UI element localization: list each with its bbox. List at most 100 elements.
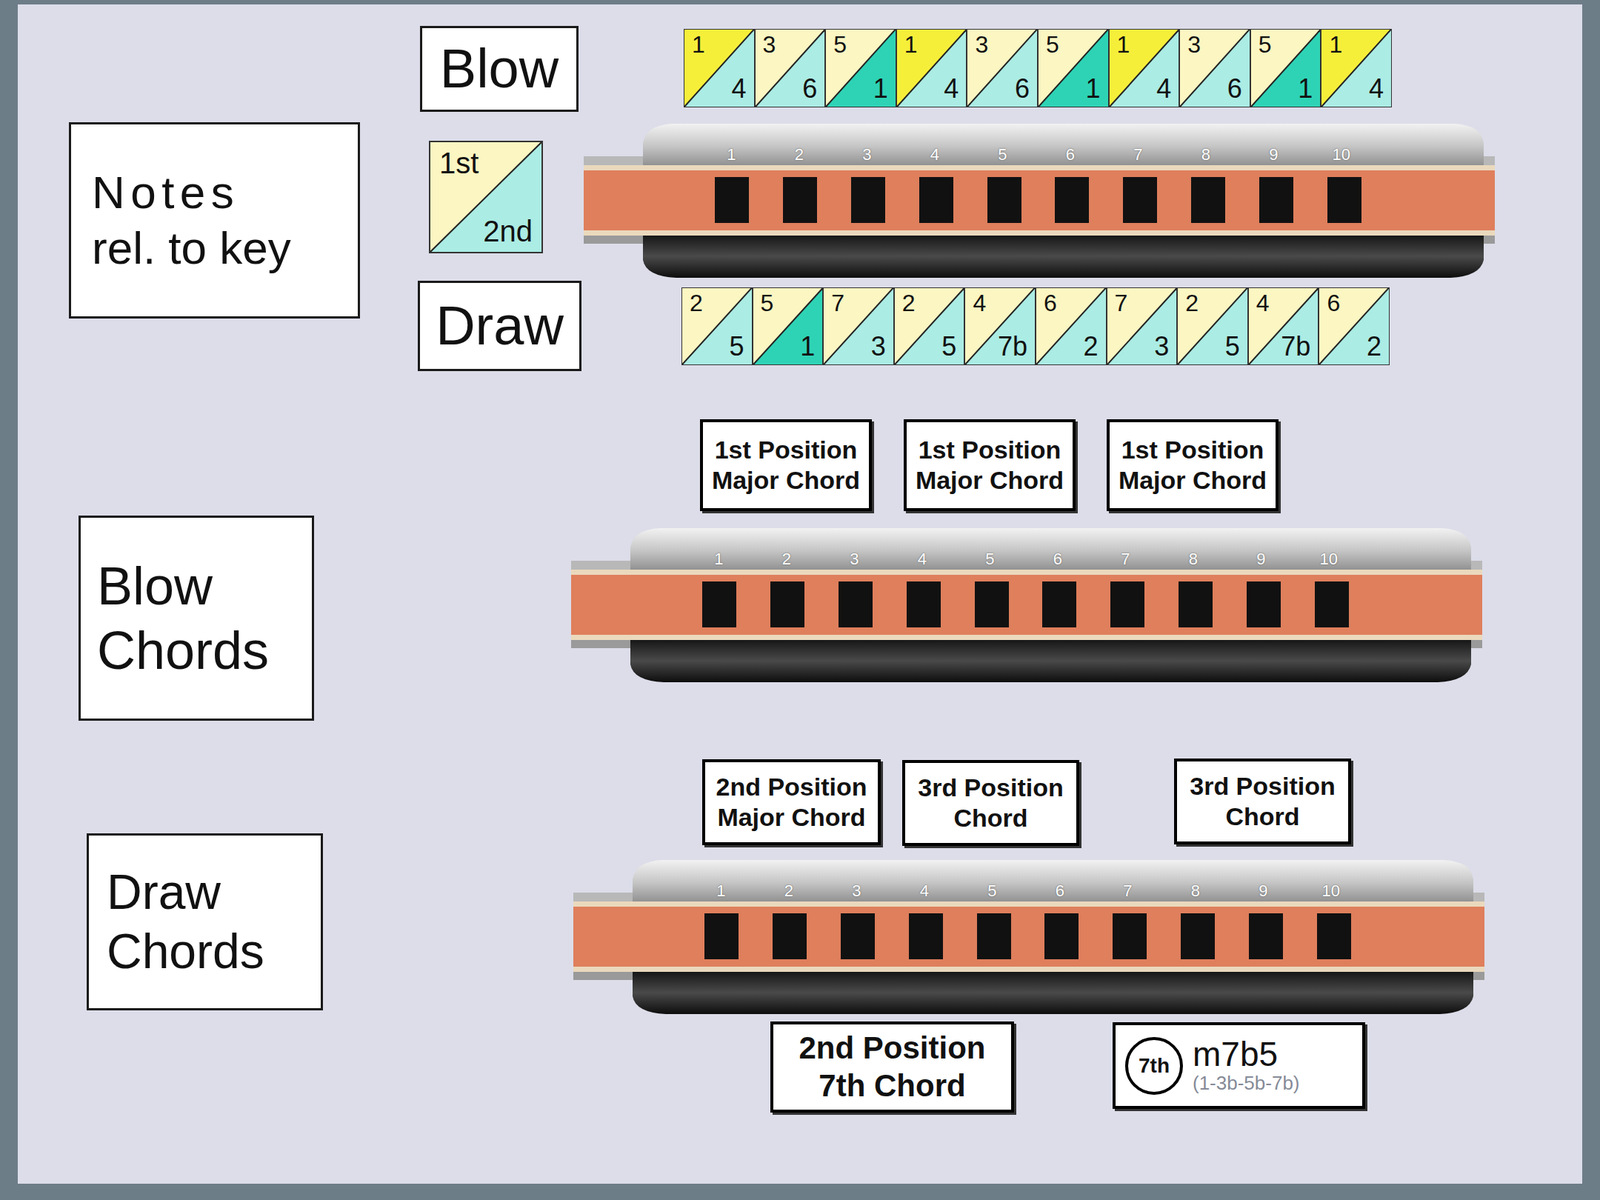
hole-number: 9 (1244, 549, 1278, 569)
second-position-note: 1 (800, 333, 815, 360)
chord-label-box: 2nd Position Major Chord (702, 759, 881, 846)
second-position-note: 2nd (482, 216, 533, 246)
first-position-note: 2 (902, 291, 916, 315)
diagonal-line (1319, 288, 1389, 365)
diagonal-line (967, 29, 1038, 107)
diagonal-line (684, 29, 755, 107)
chord-label: 2nd Position Major Chord (711, 771, 872, 833)
chord-name: m7b5 (1192, 1036, 1278, 1072)
diagonal-line (1109, 29, 1180, 107)
hole-number: 1 (714, 145, 748, 165)
first-position-note: 3 (974, 32, 989, 57)
hole-number: 2 (770, 549, 803, 569)
hole-number: 9 (1246, 881, 1280, 901)
hole-number: 8 (1177, 549, 1210, 569)
note-cell: 62 (1035, 287, 1107, 366)
first-position-note: 3 (1187, 32, 1201, 57)
first-position-note: 7 (831, 291, 845, 315)
chord-label-box: 3rd Position Chord (902, 760, 1080, 846)
section-label: Draw (434, 293, 565, 360)
second-position-note: 2 (1366, 333, 1382, 360)
hole-number: 5 (985, 145, 1019, 165)
harmonica (571, 528, 1483, 683)
position-key: 1st2nd (428, 140, 543, 254)
note-cell: 25 (681, 287, 753, 366)
chord-label-box: 1st Position Major Chord (1106, 419, 1279, 512)
hole-number: 3 (850, 145, 883, 165)
note-cell: 14 (1108, 28, 1180, 108)
hole-number: 2 (782, 145, 816, 165)
hole-number: 4 (905, 549, 939, 569)
circle-ring (1126, 1038, 1182, 1094)
section-label-box: Blow Chords (78, 515, 315, 721)
hole-number: 6 (1041, 549, 1075, 569)
first-position-note: 5 (1258, 32, 1272, 57)
diagonal-line (897, 29, 967, 107)
diagonal-line (1177, 288, 1248, 365)
hole-number: 8 (1189, 145, 1223, 165)
diagonal-line (1107, 288, 1178, 365)
degree-circle: 7th (1124, 1036, 1184, 1096)
diagonal-line (753, 288, 823, 365)
second-position-note: 4 (731, 75, 747, 103)
second-position-note: 1 (873, 75, 889, 103)
note-cell: 73 (822, 287, 895, 366)
diagonal-line (1038, 29, 1109, 107)
note-cell: 47b (964, 287, 1036, 366)
diagonal-line (682, 288, 752, 365)
section-label-box: Notes rel. to key (68, 122, 360, 319)
background-panel (17, 4, 1583, 1184)
diagonal-line (1036, 288, 1106, 365)
note-cell: 25 (1177, 287, 1249, 366)
hole-number: 1 (702, 549, 735, 569)
note-cell: 51 (1037, 28, 1109, 108)
second-position-note: 4 (1368, 75, 1384, 103)
second-position-note: 4 (1156, 75, 1172, 103)
hole-number: 10 (1325, 145, 1358, 165)
chord-label-box: 1st Position Major Chord (700, 419, 872, 512)
second-position-note: 6 (802, 75, 818, 103)
diagonal-line (755, 29, 826, 107)
harmonica (573, 860, 1485, 1015)
chord-label: 3rd Position Chord (911, 772, 1071, 834)
first-position-note: 1 (1117, 32, 1131, 57)
hole-number: 7 (1111, 881, 1144, 901)
second-position-note: 5 (1225, 333, 1240, 360)
note-cell: 51 (1250, 28, 1322, 108)
chord-label-box: 2nd Position 7th Chord (770, 1021, 1015, 1113)
degree-label: 7th (1138, 1055, 1170, 1077)
note-cell: 14 (896, 28, 968, 108)
hole-number: 10 (1312, 549, 1346, 569)
hole-number: 9 (1257, 145, 1290, 165)
second-position-note: 5 (729, 333, 745, 360)
note-cell: 4 7b (1248, 287, 1320, 366)
diagonal-line (894, 288, 965, 365)
hole-number: 10 (1314, 881, 1348, 901)
section-label: Notes rel. to key (91, 165, 317, 276)
hole-number: 6 (1043, 881, 1077, 901)
section-label-box: Draw Chords (86, 833, 323, 1011)
first-position-note: 4 (1256, 291, 1270, 315)
chord-label-box: 3rd Position Chord (1174, 758, 1352, 845)
section-label: Draw Chords (106, 862, 308, 980)
chord-label: 1st Position Major Chord (912, 434, 1067, 496)
hole-number: 4 (918, 145, 952, 165)
second-position-note: 1 (1297, 75, 1313, 103)
second-position-note: 7b (1280, 333, 1311, 360)
note-cell: 36 (754, 28, 826, 108)
first-position-note: 6 (1326, 291, 1340, 315)
note-cell: 25 (894, 287, 966, 366)
section-label: Blow Chords (97, 554, 299, 683)
note-cell: 14 (1320, 28, 1392, 108)
hole-number: 4 (908, 881, 941, 901)
second-position-note: 6 (1227, 75, 1243, 103)
first-position-note: 1 (691, 32, 706, 57)
second-position-note: 2 (1083, 333, 1099, 360)
hole-number: 1 (704, 881, 738, 901)
note-cell: 51 (825, 28, 897, 108)
second-position-note: 3 (871, 333, 886, 360)
diagonal-line (1248, 288, 1319, 365)
first-position-note: 2 (1185, 291, 1199, 315)
first-position-note: 3 (762, 32, 777, 57)
chord-label: 1st Position Major Chord (1115, 434, 1270, 496)
